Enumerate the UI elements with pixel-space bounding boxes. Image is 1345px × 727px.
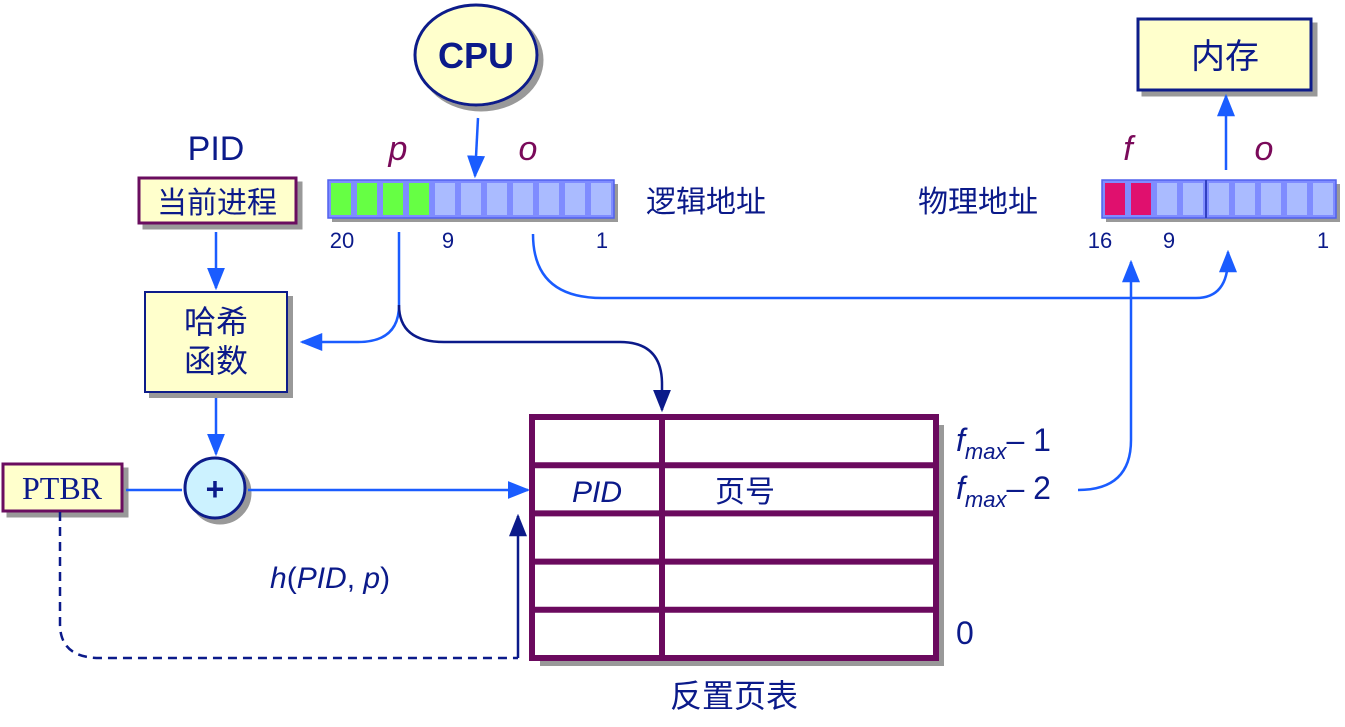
current-process-box: 当前进程 [137,176,298,225]
physical-bit-label-16: 16 [1088,228,1112,253]
index-top-rest: – 1 [1006,422,1050,458]
ptbr-base-dashed-line [58,512,518,660]
logical-address-cell [409,183,429,215]
frame-number-arrow [1077,259,1140,492]
logical-address-cell [383,183,403,215]
table-caption: 反置页表 [670,678,798,714]
physical-bit-label-1: 1 [1317,228,1329,253]
logical-address-cell [357,183,377,215]
physical-f-label: f [1123,130,1136,168]
physical-address-cell [1235,183,1255,215]
cpu-label: CPU [438,35,514,76]
inverted-page-table [529,414,944,666]
connectors [58,93,1237,660]
ptbr-box: PTBR [1,462,124,513]
hash-expr-p: p [362,562,380,595]
cpu-node: CPU [413,3,539,107]
physical-address-cell [1313,183,1333,215]
hash-expr-h: h [270,562,287,595]
index-second-rest: – 2 [1006,470,1050,506]
logical-address-cell [331,183,351,215]
index-fmax-minus-2: fmax– 2 [956,470,1051,512]
logical-bit-label-1: 1 [596,228,608,253]
hash-expression: h(PID, p) [270,562,390,595]
cpu-to-logical-arrow [467,117,486,179]
table-row-pid: PID [572,476,622,509]
memory-box: 内存 [1136,17,1313,92]
physical-bit-label-9: 9 [1163,228,1175,253]
physical-address-cell [1209,183,1229,215]
hash-expr-sep: , [347,562,364,595]
logical-bit-label-9: 9 [442,228,454,253]
table-row-page-number: 页号 [715,476,775,509]
current-process-label: 当前进程 [157,187,277,220]
physical-address-cell [1105,183,1125,215]
logical-address-cell [461,183,481,215]
logical-address-cell [539,183,559,215]
hash-function-line1: 哈希 [184,304,248,340]
logical-address-cell [435,183,455,215]
physical-address-label: 物理地址 [918,186,1038,219]
logical-address-cell [487,183,507,215]
hash-expr-close: ) [380,562,390,595]
offset-copy-arrow [531,233,1237,300]
physical-o-label: o [1255,130,1274,168]
index-zero: 0 [956,615,974,651]
pid-label: PID [188,130,245,168]
logical-address-cell [565,183,585,215]
physical-address-cell [1261,183,1281,215]
index-top-sub: max [965,439,1008,464]
physical-address-cell [1183,183,1203,215]
memory-label: 内存 [1191,38,1259,76]
physical-address-register [1101,179,1340,222]
logical-address-register [327,179,618,222]
logical-address-cell [591,183,611,215]
physical-address-cell [1131,183,1151,215]
plus-symbol: + [206,471,225,507]
page-to-table-arrow [397,304,671,413]
physical-address-cell [1157,183,1177,215]
hash-function-line2: 函数 [184,343,248,379]
hash-function-box: 哈希 函数 [144,291,288,393]
logical-p-label: p [388,130,408,168]
ptbr-label: PTBR [22,470,103,506]
hash-expr-pid: PID [297,562,347,595]
logical-address-label: 逻辑地址 [646,186,766,219]
adder-node: + [183,456,247,520]
logical-address-cell [513,183,533,215]
physical-address-cell [1287,183,1307,215]
hash-expr-open: ( [287,562,297,595]
logical-o-label: o [519,130,538,168]
index-fmax-minus-1: fmax– 1 [956,422,1051,464]
logical-bit-label-20: 20 [330,228,354,253]
index-second-sub: max [965,487,1008,512]
